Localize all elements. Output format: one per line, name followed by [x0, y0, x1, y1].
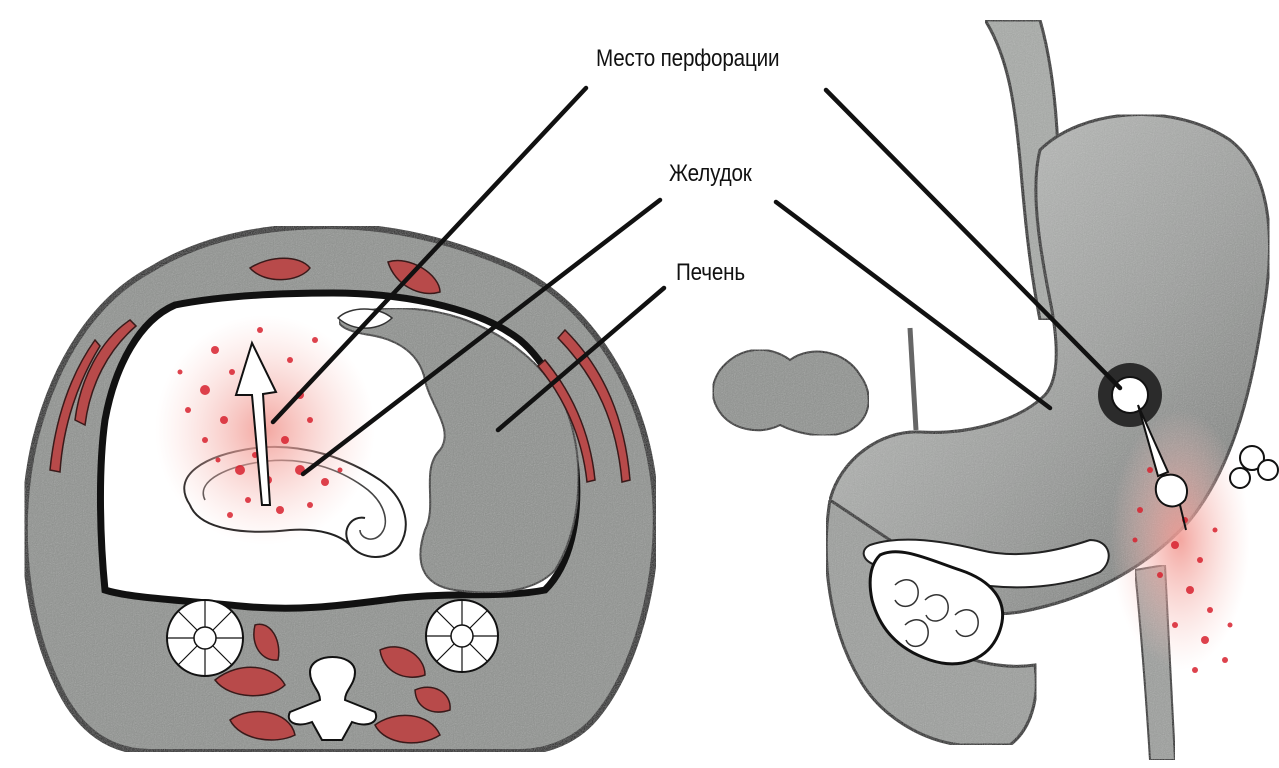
- blood-spread-right: [1110, 410, 1250, 670]
- label-stomach: Желудок: [669, 160, 752, 188]
- kidney-left: [167, 600, 243, 676]
- stomach-illustration: [713, 20, 1278, 760]
- vessel-stick: [910, 328, 916, 430]
- kidney-right: [426, 600, 498, 672]
- pancreas: [713, 350, 869, 436]
- label-liver: Печень: [676, 259, 745, 287]
- label-perforation-site: Место перфорации: [596, 45, 779, 73]
- abdominal-cross-section: [25, 226, 656, 752]
